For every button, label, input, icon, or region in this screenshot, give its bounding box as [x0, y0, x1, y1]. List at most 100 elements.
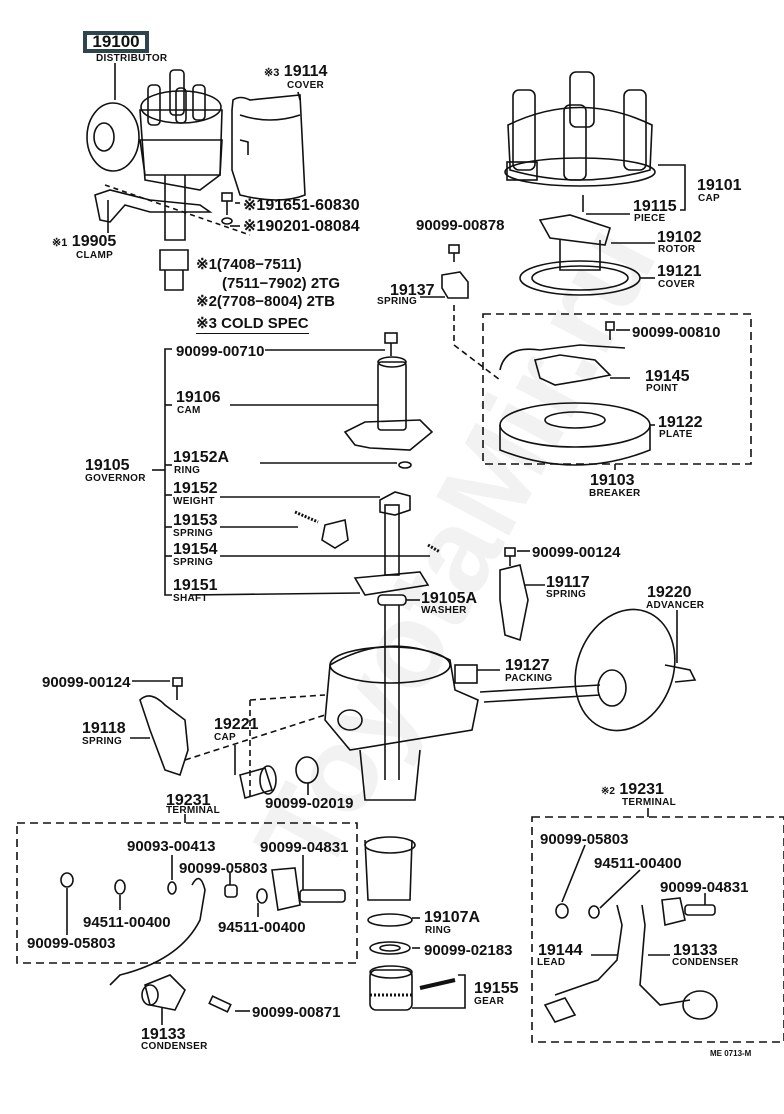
callout-90099-05803[interactable]: 90099-05803: [540, 831, 629, 848]
seal-illustration: [295, 756, 319, 784]
callout-19144[interactable]: 19144: [538, 942, 583, 959]
advancer-illustration: [479, 608, 697, 732]
callout-prefix: ※2: [601, 786, 615, 797]
callout-19153[interactable]: 19153: [173, 512, 218, 529]
callout-19106[interactable]: 19106: [176, 389, 221, 406]
callout-19220[interactable]: 19220: [647, 584, 692, 601]
part-name-lead: LEAD: [537, 957, 566, 968]
callout-19152A[interactable]: 19152A: [173, 449, 230, 466]
spring-19137-illustration: [441, 244, 469, 299]
note-2: ※2(7708−8004) 2TB: [196, 294, 335, 309]
callout-90099-04831[interactable]: 90099-04831: [660, 879, 749, 896]
note-2-range: (7708−8004) 2TB: [216, 293, 335, 310]
part-name-terminal: TERMINAL: [622, 797, 677, 808]
breaker-point-illustration: [499, 321, 651, 466]
callout-90099-00878[interactable]: 90099-00878: [416, 217, 505, 234]
rotor-illustration: [519, 214, 641, 296]
part-name-spring: SPRING: [546, 589, 587, 600]
callout-90099-00810[interactable]: 90099-00810: [632, 324, 721, 341]
part-name-spring: SPRING: [377, 296, 418, 307]
part-number: 91651-60830: [265, 197, 360, 214]
callout-19105A[interactable]: 19105A: [421, 590, 478, 607]
part-name-spring: SPRING: [82, 736, 123, 747]
part-number: 19114: [283, 63, 328, 80]
note-2-marker: ※2: [196, 293, 217, 310]
callout-19221[interactable]: 19221: [214, 716, 259, 733]
part-name-cam: CAM: [177, 405, 201, 416]
callout-90099-00871[interactable]: 90099-00871: [252, 1004, 341, 1021]
callout-19231-right[interactable]: ※2 19231: [601, 782, 664, 798]
part-name-breaker: BREAKER: [589, 488, 641, 499]
figure-code: ME 0713-M: [710, 1049, 752, 1058]
assembly-part-number: 19100: [92, 32, 140, 51]
callout-19105[interactable]: 19105: [85, 457, 130, 474]
callout-19127[interactable]: 19127: [505, 657, 550, 674]
callout-94511-00400[interactable]: 94511-00400: [218, 919, 306, 936]
part-number: 19905: [71, 233, 117, 250]
part-name-terminal: TERMINAL: [166, 805, 221, 816]
callout-19905[interactable]: ※1 19905: [52, 234, 116, 250]
callout-90099-05803[interactable]: 90099-05803: [179, 860, 268, 877]
part-name-ring: RING: [425, 925, 452, 936]
cam-illustration: [343, 332, 434, 451]
callout-19145[interactable]: 19145: [645, 368, 690, 385]
part-name-cap: CAP: [698, 193, 721, 204]
callout-19115[interactable]: 19115: [633, 198, 677, 215]
callout-19154[interactable]: 19154: [173, 541, 218, 558]
callout-90099-04831[interactable]: 90099-04831: [260, 839, 349, 856]
callout-19137[interactable]: 19137: [390, 282, 435, 299]
callout-91651-60830[interactable]: ※191651-60830: [243, 198, 360, 214]
part-number: 19231: [619, 781, 664, 798]
callout-90099-05803[interactable]: 90099-05803: [27, 935, 116, 952]
part-name-advancer: ADVANCER: [646, 600, 705, 611]
right-terminal-kit-illustration: [543, 897, 718, 1023]
part-number: 90201-08084: [265, 218, 360, 235]
assembly-part-number-box: 19100: [83, 31, 149, 53]
left-condenser-illustration: [141, 974, 186, 1011]
callout-94511-00400[interactable]: 94511-00400: [83, 914, 171, 931]
callout-19101[interactable]: 19101: [697, 177, 742, 194]
part-name-washer: WASHER: [421, 605, 467, 616]
callout-19103[interactable]: 19103: [590, 472, 635, 489]
callout-94511-00400[interactable]: 94511-00400: [594, 855, 682, 872]
callout-90201-08084[interactable]: ※190201-08084: [243, 219, 360, 235]
part-name-piece: PIECE: [634, 213, 666, 224]
callout-19155[interactable]: 19155: [474, 980, 519, 997]
callout-19121[interactable]: 19121: [657, 263, 702, 280]
part-name-shaft: SHAFT: [173, 593, 208, 604]
callout-19122[interactable]: 19122: [658, 414, 703, 431]
callout-19151[interactable]: 19151: [173, 577, 218, 594]
callout-90099-00124-right[interactable]: 90099-00124: [532, 544, 621, 561]
note-3: ※3 COLD SPEC: [196, 316, 309, 334]
callout-19117[interactable]: 19117: [546, 574, 590, 591]
part-name-spring: SPRING: [173, 528, 214, 539]
distributor-cap-illustration: [504, 71, 656, 187]
callout-19107A[interactable]: 19107A: [424, 909, 481, 926]
callout-19102[interactable]: 19102: [657, 229, 702, 246]
part-name-spring: SPRING: [173, 557, 214, 568]
note-3-text: COLD SPEC: [221, 315, 309, 332]
screw-00871-illustration: [208, 995, 232, 1013]
spring-19117-illustration: [499, 547, 529, 642]
callout-19118[interactable]: 19118: [82, 720, 126, 737]
part-name-clamp: CLAMP: [76, 250, 114, 261]
callout-19133-left[interactable]: 19133: [141, 1026, 186, 1043]
callout-90099-00124-left[interactable]: 90099-00124: [42, 674, 131, 691]
callout-19231-left[interactable]: 19231: [166, 792, 211, 809]
note-1: ※1(7408−7511): [196, 257, 302, 272]
callout-prefix: ※1: [52, 237, 68, 249]
part-name-condenser: CONDENSER: [141, 1041, 208, 1052]
callout-prefix: ※1: [243, 218, 266, 235]
callout-19114[interactable]: ※3 19114: [264, 64, 327, 80]
callout-19152[interactable]: 19152: [173, 480, 218, 497]
note-3-marker: ※3: [196, 315, 217, 332]
callout-90099-02019[interactable]: 90099-02019: [265, 795, 354, 812]
assembly-name: DISTRIBUTOR: [96, 53, 168, 64]
callout-19133-right[interactable]: 19133: [673, 942, 718, 959]
callout-90093-00413[interactable]: 90093-00413: [127, 838, 216, 855]
part-name-governor: GOVERNOR: [85, 473, 146, 484]
callout-90099-02183[interactable]: 90099-02183: [424, 942, 513, 959]
callout-90099-00710[interactable]: 90099-00710: [176, 343, 265, 360]
note-1-line-2: (7511−7902) 2TG: [222, 275, 341, 292]
